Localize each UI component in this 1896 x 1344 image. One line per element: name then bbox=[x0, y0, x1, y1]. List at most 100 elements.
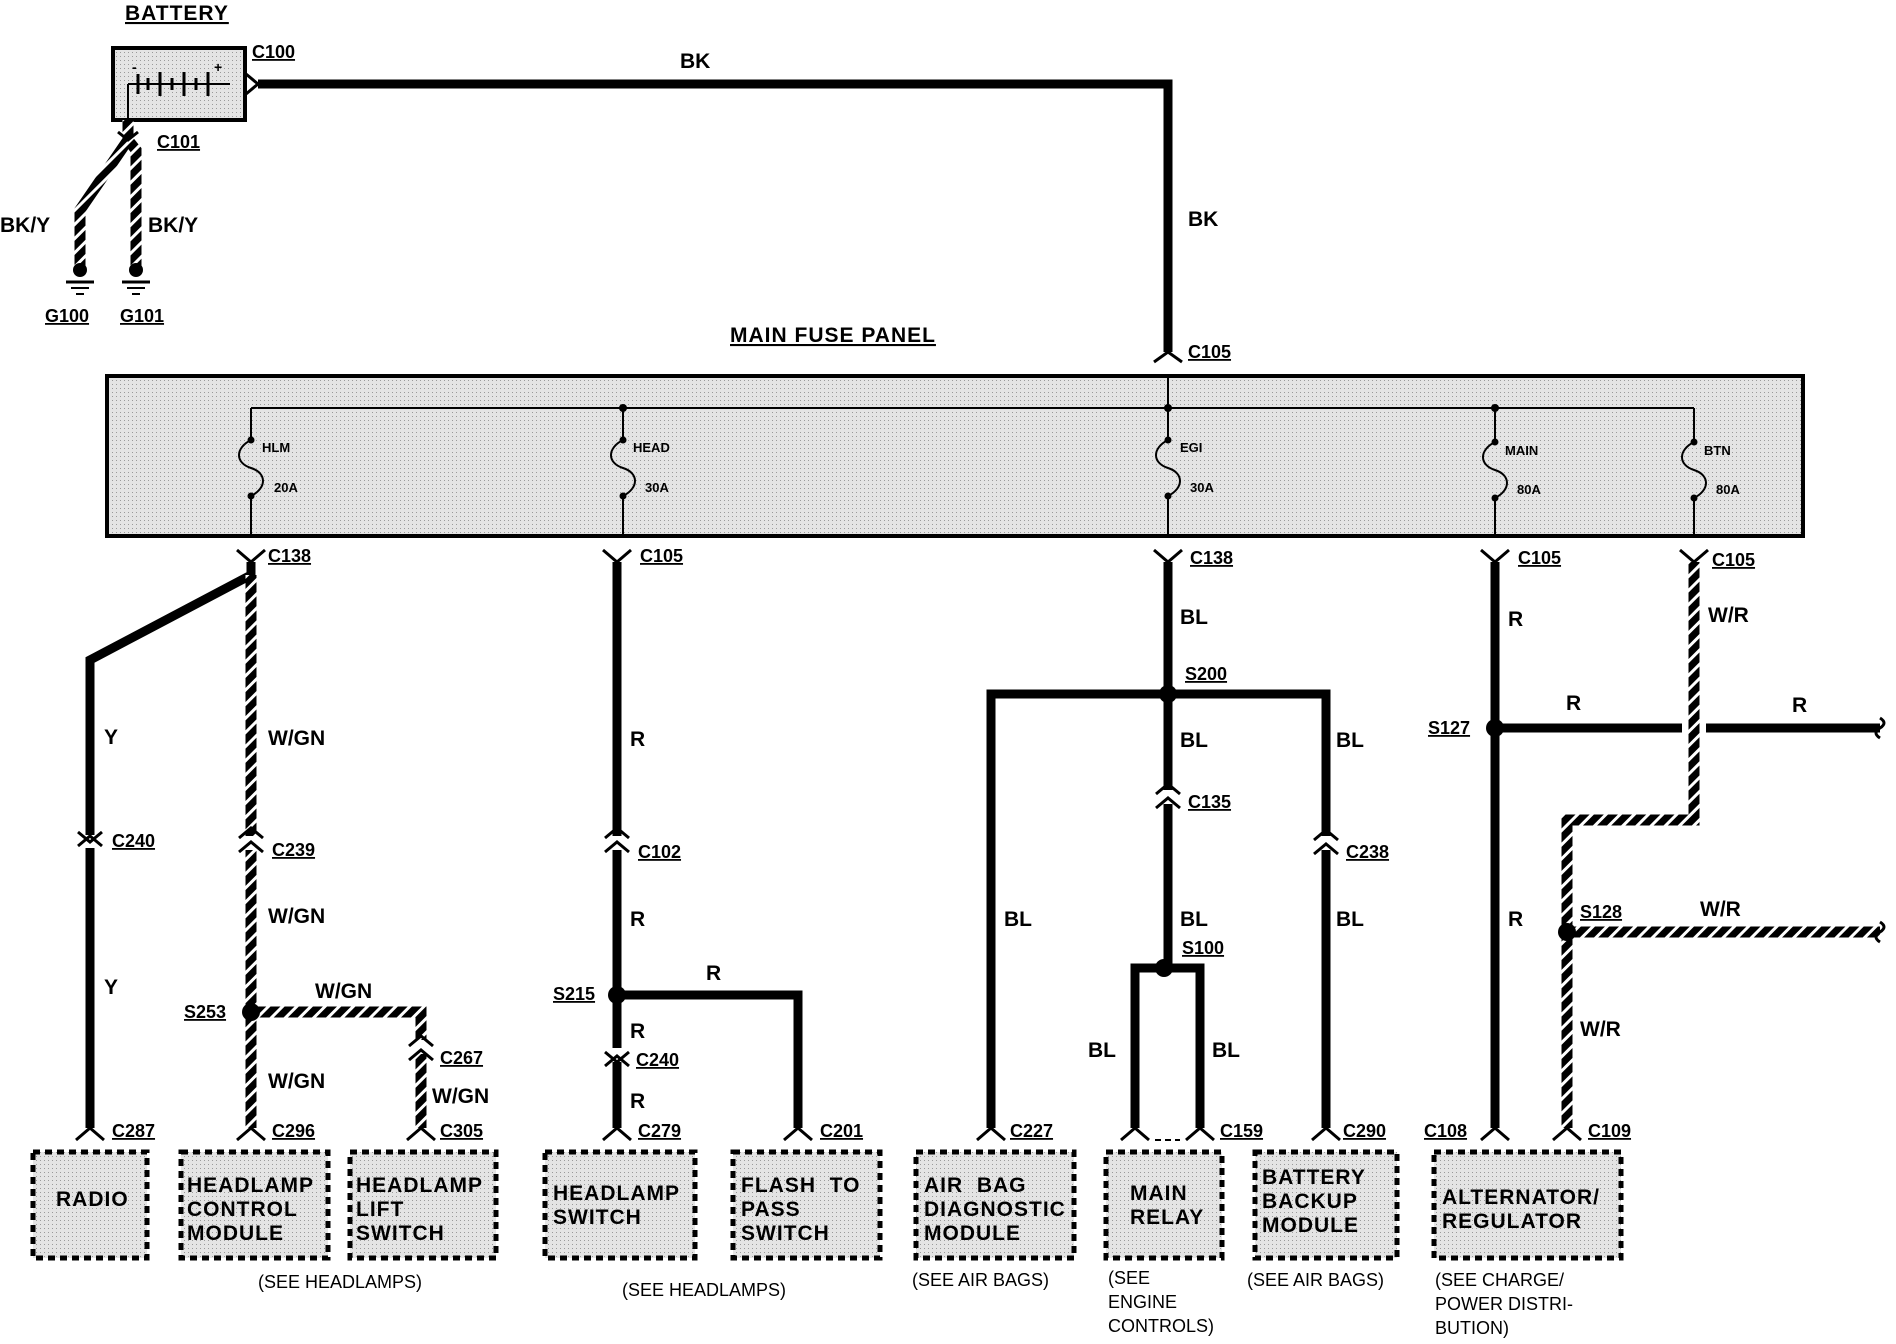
wire-label-bl-1: BL bbox=[1180, 606, 1208, 629]
component-air-bag-diagnostic-module: AIR BAG DIAGNOSTIC MODULE bbox=[913, 1149, 1077, 1261]
wire-label-r-head-4: R bbox=[630, 1090, 645, 1113]
component-radio: RADIO bbox=[30, 1149, 150, 1261]
connector-c290: C290 bbox=[1343, 1121, 1386, 1141]
splice-s127: S127 bbox=[1428, 718, 1470, 738]
svg-text:SWITCH: SWITCH bbox=[356, 1222, 445, 1245]
component-headlamp-switch: HEADLAMP SWITCH bbox=[542, 1149, 698, 1261]
connector-c100: C100 bbox=[252, 42, 295, 62]
wire-label-r-main-out: R bbox=[1792, 694, 1807, 717]
connector-c201: C201 bbox=[820, 1121, 863, 1141]
note-see-air-bags-2: (SEE AIR BAGS) bbox=[1247, 1270, 1384, 1290]
svg-text:BATTERY: BATTERY bbox=[1262, 1166, 1366, 1189]
wire-bk bbox=[258, 79, 1173, 352]
svg-text:80A: 80A bbox=[1716, 482, 1740, 497]
svg-text:LIFT: LIFT bbox=[356, 1198, 404, 1221]
note-see-headlamps-1: (SEE HEADLAMPS) bbox=[258, 1272, 422, 1292]
connector-c227: C227 bbox=[1010, 1121, 1053, 1141]
wire-label-wr-1: W/R bbox=[1708, 604, 1749, 627]
wire-label-bk-top: BK bbox=[680, 50, 710, 73]
svg-text:+: + bbox=[214, 59, 222, 75]
svg-text:30A: 30A bbox=[1190, 480, 1214, 495]
connector-c138-egi: C138 bbox=[1190, 548, 1233, 568]
wire-label-bl-right-2: BL bbox=[1336, 908, 1364, 931]
wire-label-r-main-1: R bbox=[1508, 608, 1523, 631]
connector-c239: C239 bbox=[272, 840, 315, 860]
note-see-air-bags-1: (SEE AIR BAGS) bbox=[912, 1270, 1049, 1290]
wire-bl-relay bbox=[1130, 963, 1205, 1128]
splice-s253-dot bbox=[242, 1003, 260, 1021]
wire-label-wr-branch: W/R bbox=[1700, 898, 1741, 921]
connector-c138-hlm: C138 bbox=[268, 546, 311, 566]
svg-text:MODULE: MODULE bbox=[187, 1222, 284, 1245]
wire-label-y-upper: Y bbox=[104, 726, 118, 749]
bottom-connectors-head bbox=[602, 1126, 813, 1142]
wire-label-bl-relay-left: BL bbox=[1088, 1039, 1116, 1062]
connector-c267-icon bbox=[408, 1034, 434, 1062]
fuse-head: HEAD 30A bbox=[610, 408, 670, 536]
note-see-engine-3: CONTROLS) bbox=[1108, 1316, 1214, 1336]
connector-c101: C101 bbox=[157, 132, 200, 152]
wire-label-wgn-branch: W/GN bbox=[315, 980, 372, 1003]
wire-label-wgn-lift: W/GN bbox=[432, 1085, 489, 1108]
svg-text:RADIO: RADIO bbox=[56, 1188, 129, 1211]
bottom-connectors-main bbox=[1480, 1126, 1582, 1142]
ground-g100-icon bbox=[66, 263, 94, 295]
connector-c135-icon bbox=[1155, 782, 1181, 810]
svg-text:MAIN: MAIN bbox=[1130, 1182, 1188, 1205]
connector-c102-icon bbox=[604, 826, 630, 854]
component-headlamp-control-module: HEADLAMP CONTROL MODULE bbox=[178, 1149, 331, 1261]
wire-label-wgn-2: W/GN bbox=[268, 905, 325, 928]
connector-c240-head: C240 bbox=[636, 1050, 679, 1070]
splice-s100-dot bbox=[1155, 959, 1173, 977]
connector-c240-radio: C240 bbox=[112, 831, 155, 851]
ground-g100: G100 bbox=[45, 306, 89, 326]
wire-label-r-head-2: R bbox=[630, 908, 645, 931]
connector-c105-head: C105 bbox=[640, 546, 683, 566]
wire-bl-branch bbox=[986, 689, 1331, 1128]
connector-c102: C102 bbox=[638, 842, 681, 862]
splice-s215-dot bbox=[608, 986, 626, 1004]
note-see-engine-1: (SEE bbox=[1108, 1268, 1150, 1288]
svg-text:REGULATOR: REGULATOR bbox=[1442, 1210, 1582, 1233]
wire-label-bl-right: BL bbox=[1336, 729, 1364, 752]
splice-s100: S100 bbox=[1182, 938, 1224, 958]
wire-label-wr-lower: W/R bbox=[1580, 1018, 1621, 1041]
svg-text:HEADLAMP: HEADLAMP bbox=[356, 1174, 483, 1197]
svg-text:HLM: HLM bbox=[262, 440, 290, 455]
component-headlamp-lift-switch: HEADLAMP LIFT SWITCH bbox=[347, 1149, 499, 1261]
wire-label-r-main-branch: R bbox=[1566, 692, 1581, 715]
connector-c105-btn: C105 bbox=[1712, 550, 1755, 570]
wire-label-bky-left: BK/Y bbox=[0, 214, 50, 237]
connector-c240-radio-icon bbox=[77, 830, 103, 848]
connector-c238-icon bbox=[1313, 828, 1339, 856]
main-fuse-panel bbox=[105, 374, 1805, 538]
splice-s127-dot bbox=[1486, 719, 1504, 737]
fuse-panel-title: MAIN FUSE PANEL bbox=[730, 324, 936, 347]
component-flash-to-pass-switch: FLASH TO PASS SWITCH bbox=[730, 1149, 883, 1261]
connector-c108: C108 bbox=[1424, 1121, 1467, 1141]
wire-label-bl-left-long: BL bbox=[1004, 908, 1032, 931]
svg-text:MAIN: MAIN bbox=[1505, 443, 1538, 458]
svg-text:20A: 20A bbox=[274, 480, 298, 495]
splice-s200-dot bbox=[1159, 685, 1177, 703]
note-see-charge-3: BUTION) bbox=[1435, 1318, 1509, 1338]
note-see-charge-1: (SEE CHARGE/ bbox=[1435, 1270, 1564, 1290]
ground-wires bbox=[74, 120, 142, 268]
svg-text:HEAD: HEAD bbox=[633, 440, 670, 455]
svg-text:30A: 30A bbox=[645, 480, 669, 495]
component-battery-backup-module: BATTERY BACKUP MODULE bbox=[1252, 1149, 1400, 1261]
connector-c105-top: C105 bbox=[1188, 342, 1231, 362]
wire-y-radio bbox=[85, 562, 256, 835]
svg-text:DIAGNOSTIC: DIAGNOSTIC bbox=[924, 1198, 1066, 1221]
svg-text:BTN: BTN bbox=[1704, 443, 1731, 458]
svg-text:RELAY: RELAY bbox=[1130, 1206, 1204, 1229]
fuse-egi: EGI 30A bbox=[1155, 408, 1214, 536]
panel-output-connectors bbox=[236, 548, 1709, 564]
note-see-charge-2: POWER DISTRI- bbox=[1435, 1294, 1573, 1314]
svg-text:PASS: PASS bbox=[741, 1198, 801, 1221]
svg-text:SWITCH: SWITCH bbox=[741, 1222, 830, 1245]
connector-c287: C287 bbox=[112, 1121, 155, 1141]
svg-text:80A: 80A bbox=[1517, 482, 1541, 497]
connector-c267: C267 bbox=[440, 1048, 483, 1068]
